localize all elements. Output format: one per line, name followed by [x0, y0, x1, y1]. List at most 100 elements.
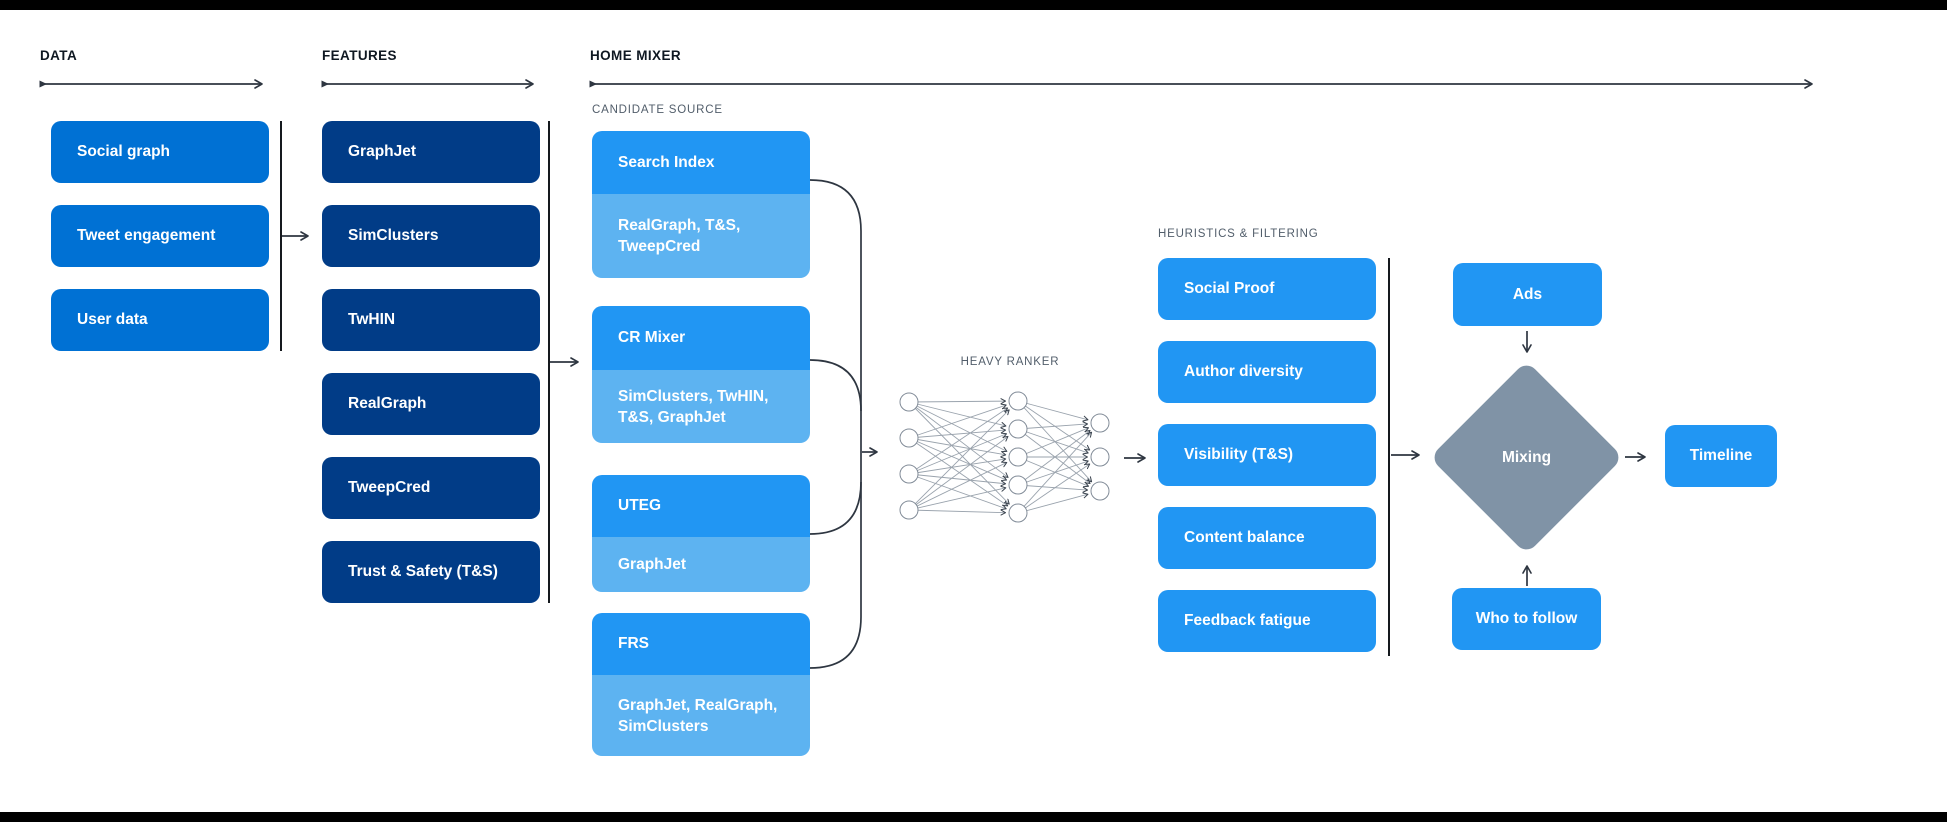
feature-box-simclusters: SimClusters [322, 205, 540, 267]
candidate-name-row: CR Mixer [592, 306, 810, 370]
candidate-name-label: UTEG [618, 497, 662, 514]
ads-label: Ads [1512, 285, 1543, 303]
frs-elbow [809, 616, 862, 669]
data-box-social-graph: Social graph [51, 121, 269, 183]
candidate-group-uteg: UTEG GraphJet [592, 475, 810, 592]
nn-edge [908, 427, 1007, 439]
nn-node [899, 428, 919, 448]
home-mixer-section-header: HOME MIXER [590, 48, 682, 63]
heuristic-box-label: Visibility (T&S) [1184, 446, 1294, 463]
heuristic-box-content-balance: Content balance [1158, 507, 1376, 569]
heuristics-filtering-label: HEURISTICS & FILTERING [1158, 228, 1319, 240]
timeline-label: Timeline [1689, 447, 1753, 464]
feature-box-label: Trust & Safety (T&S) [348, 563, 498, 580]
heuristic-box-label: Social Proof [1184, 280, 1275, 297]
nn-node [1008, 503, 1028, 523]
feature-box-label: TwHIN [348, 311, 396, 328]
nn-node [1008, 447, 1028, 467]
top-letterbox-bar [0, 0, 1947, 10]
data-box-label: Tweet engagement [77, 227, 216, 244]
candidate-name-row: UTEG [592, 475, 810, 537]
ads-box: Ads [1453, 263, 1602, 326]
nn-edge [908, 409, 1010, 511]
mixing-diamond: Mixing [1429, 360, 1624, 555]
candidate-group-cr-mixer: CR Mixer SimClusters, TwHIN, T&S, GraphJ… [592, 306, 810, 443]
nn-node [1008, 419, 1028, 439]
features-section-header: FEATURES [322, 48, 397, 63]
nn-edge [908, 456, 1007, 475]
heuristic-box-visibility: Visibility (T&S) [1158, 424, 1376, 486]
nn-edge [1017, 431, 1093, 514]
nn-edge [1017, 421, 1089, 430]
heavy-ranker-network [899, 391, 1110, 523]
nn-node [899, 464, 919, 484]
nn-edge [1017, 484, 1089, 493]
feature-box-label: GraphJet [348, 143, 417, 160]
nn-edge [908, 473, 1007, 511]
uteg-elbow [809, 481, 862, 535]
candidate-uses-row: RealGraph, T&S, TweepCred [592, 194, 810, 278]
candidate-uses-label: RealGraph, T&S, TweepCred [618, 217, 741, 255]
who-to-follow-label: Who to follow [1475, 610, 1578, 627]
data-section-header: DATA [40, 48, 78, 63]
nn-edge [908, 401, 1009, 478]
nn-edge [908, 437, 1009, 507]
mixing-label: Mixing [1501, 448, 1552, 466]
candidate-uses-row: SimClusters, TwHIN, T&S, GraphJet [592, 370, 810, 443]
timeline-box: Timeline [1665, 425, 1777, 487]
nn-edge [908, 437, 1008, 482]
nn-edge [908, 432, 1007, 475]
candidate-name-label: FRS [618, 635, 649, 652]
data-box-label: Social graph [77, 143, 171, 160]
feature-box-label: RealGraph [348, 395, 427, 412]
nn-node [1008, 475, 1028, 495]
search-index-elbow [809, 179, 862, 232]
nn-edge [1017, 463, 1091, 514]
heuristic-box-author-diversity: Author diversity [1158, 341, 1376, 403]
nn-edge [908, 509, 1007, 516]
nn-node [899, 500, 919, 520]
nn-edge [1017, 426, 1089, 458]
data-box-label: User data [77, 311, 148, 328]
heuristic-box-label: Feedback fatigue [1184, 612, 1311, 629]
nn-node [1090, 447, 1110, 467]
nn-edge [1017, 400, 1089, 422]
heuristic-box-label: Content balance [1184, 529, 1305, 546]
feature-box-label: TweepCred [348, 479, 431, 496]
nn-edge [1017, 428, 1091, 484]
data-box-tweet-engagement: Tweet engagement [51, 205, 269, 267]
who-to-follow-box: Who to follow [1452, 588, 1601, 650]
nn-edge [908, 398, 1007, 405]
nn-node [1090, 481, 1110, 501]
nn-node [1008, 391, 1028, 411]
heuristic-box-social-proof: Social Proof [1158, 258, 1376, 320]
feature-box-graphjet: GraphJet [322, 121, 540, 183]
candidate-group-frs: FRS GraphJet, RealGraph, SimClusters [592, 613, 810, 756]
feature-box-trust-safety: Trust & Safety (T&S) [322, 541, 540, 603]
nn-edge [908, 403, 1007, 439]
heuristic-box-feedback-fatigue: Feedback fatigue [1158, 590, 1376, 652]
nn-edge [908, 437, 1007, 458]
feature-box-tweepcred: TweepCred [322, 457, 540, 519]
candidate-source-label: CANDIDATE SOURCE [592, 104, 723, 116]
candidate-name-row: Search Index [592, 131, 810, 194]
candidate-name-label: CR Mixer [618, 329, 686, 346]
feature-box-twhin: TwHIN [322, 289, 540, 351]
nn-edge [908, 461, 1008, 511]
heuristic-box-label: Author diversity [1184, 363, 1303, 380]
nn-edge [1017, 456, 1089, 488]
candidate-name-label: Search Index [618, 153, 715, 171]
candidate-uses-row: GraphJet [592, 537, 810, 592]
candidate-uses-label: GraphJet [618, 556, 687, 573]
nn-edge [1017, 459, 1089, 486]
nn-edge [908, 401, 1008, 453]
candidate-uses-label: GraphJet, RealGraph, SimClusters [618, 696, 778, 735]
data-box-user-data: User data [51, 289, 269, 351]
nn-edge [908, 485, 1007, 511]
nn-edge [908, 473, 1007, 487]
nn-node [1090, 413, 1110, 433]
nn-edge [908, 407, 1009, 475]
nn-edge [1017, 430, 1091, 486]
